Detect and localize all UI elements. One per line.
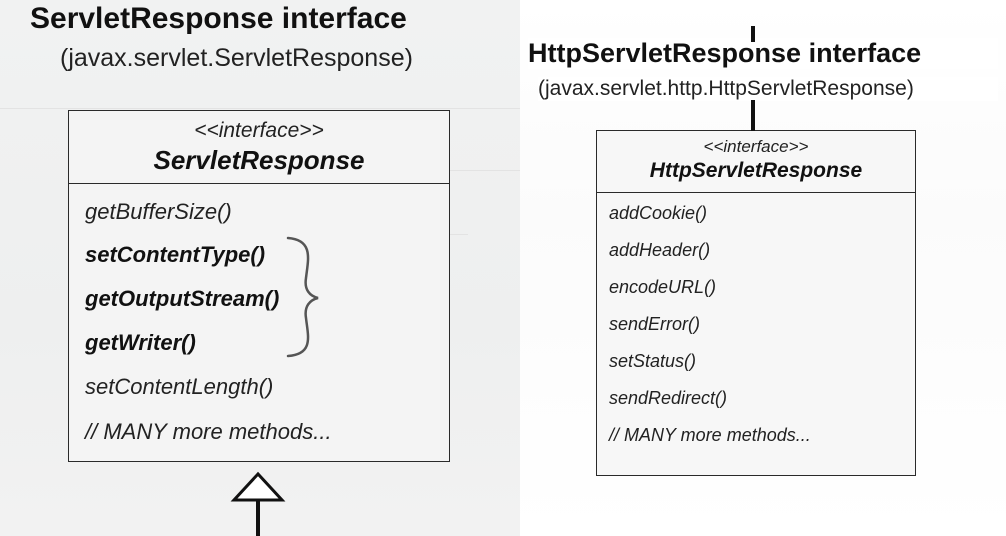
servletresponse-class-box: <<interface>> ServletResponse getBufferS… <box>68 110 450 462</box>
method-getbuffersize: getBufferSize() <box>85 199 232 224</box>
background-rule <box>450 170 520 171</box>
more-methods-comment: // MANY more methods... <box>609 425 811 445</box>
method-getwriter: getWriter() <box>85 330 196 355</box>
method-sendredirect: sendRedirect() <box>609 388 728 408</box>
servletresponse-package: (javax.servlet.ServletResponse) <box>60 44 413 72</box>
method-encodeurl: encodeURL() <box>609 277 717 297</box>
background-rule <box>450 234 468 235</box>
method-addcookie: addCookie() <box>609 203 708 223</box>
httpservletresponse-class-box: <<interface>> HttpServletResponse addCoo… <box>596 130 916 476</box>
servletresponse-heading: ServletResponse interface <box>30 2 407 35</box>
method-setstatus: setStatus() <box>609 351 697 371</box>
background-rule <box>0 108 520 109</box>
more-methods-comment: // MANY more methods... <box>85 419 332 444</box>
interface-name: HttpServletResponse <box>649 159 863 182</box>
interface-name: ServletResponse <box>153 145 365 175</box>
method-getoutputstream: getOutputStream() <box>85 286 280 311</box>
httpservletresponse-package: (javax.servlet.http.HttpServletResponse) <box>538 77 998 101</box>
method-setcontenttype: setContentType() <box>85 242 266 267</box>
method-setcontentlength: setContentLength() <box>85 374 274 399</box>
method-addheader: addHeader() <box>609 240 711 260</box>
stereotype-label: <<interface>> <box>703 137 809 156</box>
method-senderror: sendError() <box>609 314 701 334</box>
class-header: <<interface>> HttpServletResponse <box>597 131 915 193</box>
httpservletresponse-heading: HttpServletResponse interface <box>528 38 998 69</box>
stereotype-label: <<interface>> <box>194 119 324 142</box>
class-header: <<interface>> ServletResponse <box>69 111 449 184</box>
